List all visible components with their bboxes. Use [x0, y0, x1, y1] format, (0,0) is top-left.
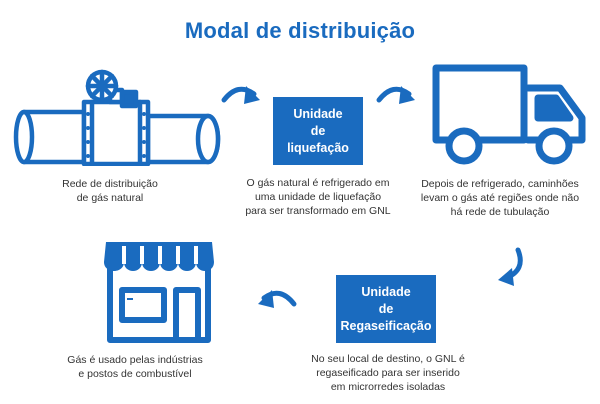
- page-title: Modal de distribuição: [184, 18, 416, 43]
- box-line: Unidade: [361, 284, 411, 299]
- caption-trucks: Depois de refrigerado, caminhões levam o…: [408, 177, 592, 219]
- pipeline-icon: [13, 69, 221, 166]
- caption-liquefaction: O gás natural é refrigerado em uma unida…: [230, 176, 406, 218]
- caption-line: levam o gás até regiões onde não: [420, 192, 580, 204]
- caption-usage: Gás é usado pelas indústrias e postos de…: [60, 353, 210, 381]
- caption-line: Gás é usado pelas indústrias: [67, 354, 203, 366]
- caption-line: O gás natural é refrigerado em: [246, 177, 390, 189]
- curved-arrow-icon: [221, 86, 260, 104]
- box-line: liquefação: [287, 140, 349, 155]
- curved-arrow-icon: [376, 86, 415, 104]
- regasification-unit-box: Unidade de Regaseificação: [336, 275, 436, 343]
- caption-line: para ser transformado em GNL: [245, 205, 391, 217]
- caption-line: de gás natural: [76, 192, 144, 204]
- box-line: Unidade: [293, 106, 343, 121]
- caption-line: em microrredes isoladas: [330, 381, 446, 393]
- caption-line: regaseificado para ser inserido: [316, 367, 460, 379]
- caption-line: No seu local de destino, o GNL é: [311, 353, 465, 365]
- curved-arrow-icon: [258, 290, 297, 308]
- caption-distribution-network: Rede de distribuição de gás natural: [40, 177, 180, 205]
- caption-line: e postos de combustível: [78, 368, 192, 380]
- liquefaction-unit-box: Unidade de liquefação: [273, 97, 363, 165]
- curved-arrow-icon: [498, 247, 523, 286]
- store-icon: [104, 242, 214, 343]
- caption-line: Depois de refrigerado, caminhões: [421, 178, 579, 190]
- caption-line: Rede de distribuição: [62, 178, 158, 190]
- box-line: de: [310, 123, 326, 138]
- caption-line: uma unidade de liquefação: [254, 191, 382, 203]
- box-line: Regaseificação: [340, 318, 432, 333]
- truck-icon: [432, 64, 586, 165]
- box-line: de: [378, 301, 394, 316]
- caption-regasification: No seu local de destino, o GNL é regasei…: [294, 352, 482, 394]
- caption-line: há rede de tubulação: [450, 206, 550, 218]
